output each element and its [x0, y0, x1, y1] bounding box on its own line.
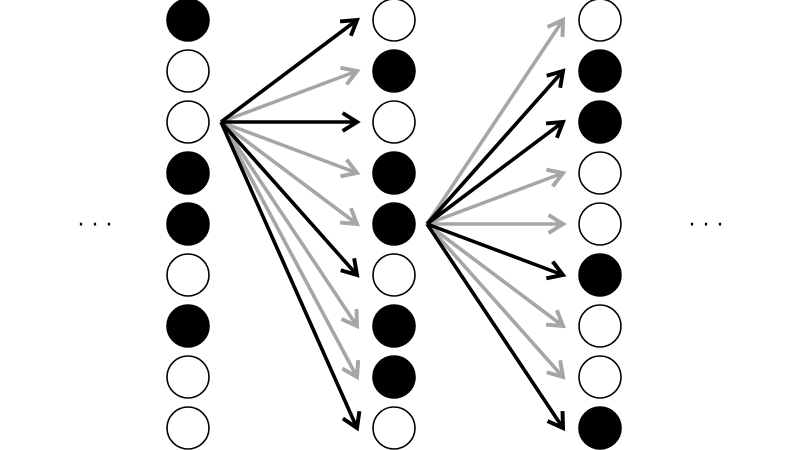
unit-active-l1-6: [372, 304, 416, 348]
arrow-strong-f1-5: [426, 222, 567, 281]
arrow-weak-f1-0: [425, 16, 566, 225]
arrow-strong-f1-1: [425, 68, 566, 226]
unit-inactive-l0-2: [166, 100, 210, 144]
arrow-weak-f0-7: [219, 121, 361, 381]
unit-inactive-l1-8: [372, 406, 416, 450]
unit-active-l0-3: [166, 151, 210, 195]
units: [166, 0, 622, 450]
unit-inactive-l2-3: [578, 151, 622, 195]
arrow-weak-f1-6: [425, 222, 566, 329]
unit-active-l0-6: [166, 304, 210, 348]
unit-active-l1-1: [372, 49, 416, 93]
unit-active-l1-3: [372, 151, 416, 195]
arrow-strong-f0-5: [219, 120, 360, 278]
unit-active-l1-7: [372, 355, 416, 399]
unit-active-l2-1: [578, 49, 622, 93]
unit-active-l2-5: [578, 253, 622, 297]
unit-inactive-l0-7: [166, 355, 210, 399]
unit-inactive-l2-6: [578, 304, 622, 348]
unit-active-l2-8: [578, 406, 622, 450]
arrow-weak-f0-1: [220, 65, 361, 124]
ellipsis-right: · · ·: [689, 213, 724, 238]
unit-inactive-l1-5: [372, 253, 416, 297]
arrow-weak-f0-4: [219, 120, 360, 227]
arrow-weak-f0-3: [220, 120, 361, 179]
connections: [219, 16, 567, 432]
arrow-weak-f0-6: [219, 121, 360, 330]
unit-active-l0-0: [166, 0, 210, 42]
ellipsis-left: · · ·: [78, 213, 113, 238]
unit-inactive-l1-2: [372, 100, 416, 144]
unit-inactive-l0-5: [166, 253, 210, 297]
unit-inactive-l2-4: [578, 202, 622, 246]
unit-active-l2-2: [578, 100, 622, 144]
unit-inactive-l1-0: [372, 0, 416, 42]
arrow-strong-f0-8: [219, 121, 362, 432]
arrow-strong-f1-8: [425, 223, 566, 432]
arrow-weak-f1-7: [425, 222, 566, 380]
unit-active-l0-4: [166, 202, 210, 246]
unit-active-l1-4: [372, 202, 416, 246]
arrow-strong-f1-2: [425, 119, 566, 226]
arrow-weak-f1-3: [426, 167, 567, 226]
unit-inactive-l2-7: [578, 355, 622, 399]
unit-inactive-l0-1: [166, 49, 210, 93]
unit-inactive-l0-8: [166, 406, 210, 450]
unit-inactive-l2-0: [578, 0, 622, 42]
arrow-strong-f0-0: [219, 17, 360, 124]
